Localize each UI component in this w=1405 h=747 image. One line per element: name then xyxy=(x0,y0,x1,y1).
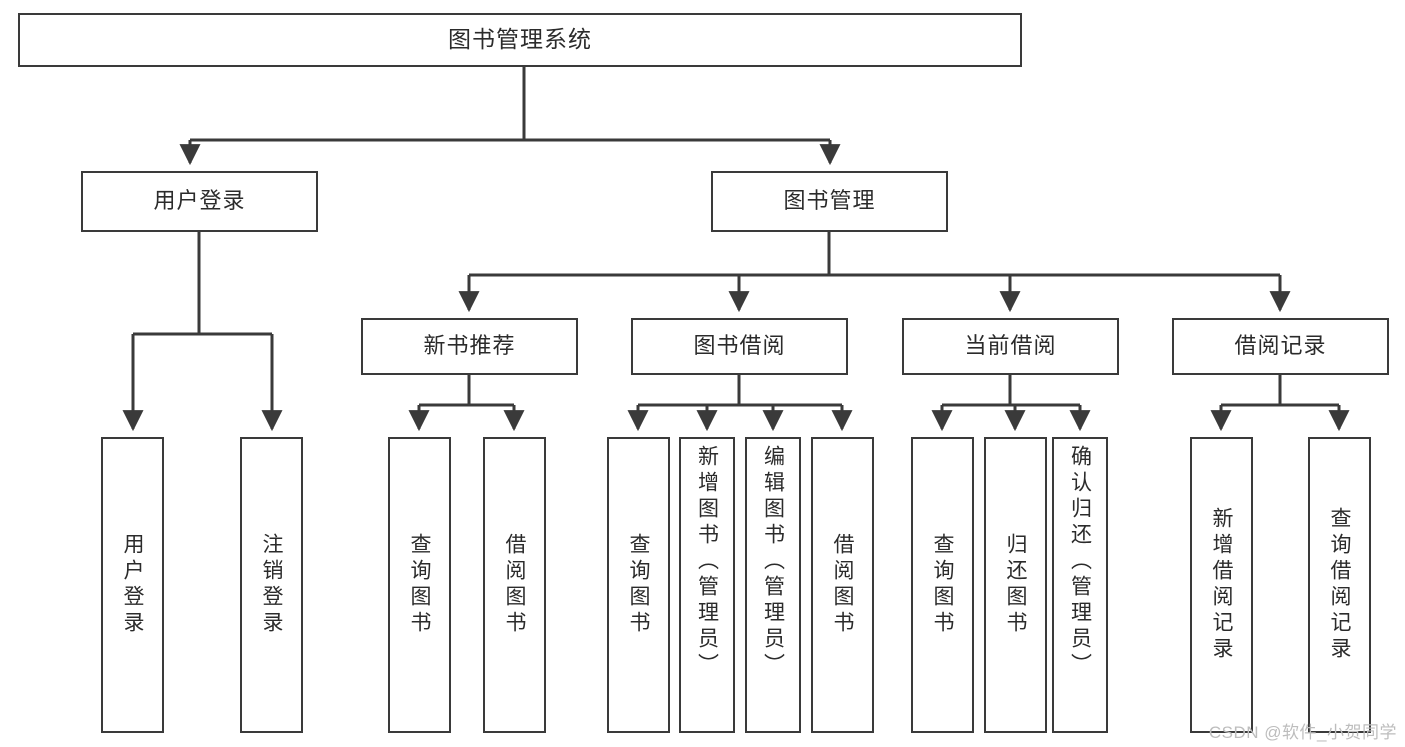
node-leaf-logout[interactable]: 注销登录 xyxy=(240,437,303,733)
node-borrow-record[interactable]: 借阅记录 xyxy=(1172,318,1389,375)
node-leaf-confirm-return[interactable]: 确认归还（管理员） xyxy=(1052,437,1108,733)
node-new-book-rec-label: 新书推荐 xyxy=(423,333,516,359)
node-leaf-add-book[interactable]: 新增图书（管理员） xyxy=(679,437,735,733)
node-user-login-label: 用户登录 xyxy=(153,188,246,214)
node-borrow-record-label: 借阅记录 xyxy=(1234,333,1327,359)
node-leaf-add-book-label: 新增图书（管理员） xyxy=(695,445,719,679)
node-leaf-user-login[interactable]: 用户登录 xyxy=(101,437,164,733)
node-leaf-add-record-label: 新增借阅记录 xyxy=(1210,507,1233,663)
node-leaf-query-record[interactable]: 查询借阅记录 xyxy=(1308,437,1371,733)
node-leaf-edit-book-label: 编辑图书（管理员） xyxy=(761,445,785,679)
node-leaf-query-book-1-label: 查询图书 xyxy=(408,533,431,637)
node-leaf-borrow-book-1-label: 借阅图书 xyxy=(503,533,526,637)
node-user-login[interactable]: 用户登录 xyxy=(81,171,318,232)
node-leaf-logout-label: 注销登录 xyxy=(260,533,283,637)
node-leaf-user-login-label: 用户登录 xyxy=(121,533,144,637)
node-root[interactable]: 图书管理系统 xyxy=(18,13,1022,67)
node-book-borrow-label: 图书借阅 xyxy=(693,333,786,359)
node-current-borrow[interactable]: 当前借阅 xyxy=(902,318,1119,375)
node-book-manage[interactable]: 图书管理 xyxy=(711,171,948,232)
node-new-book-rec[interactable]: 新书推荐 xyxy=(361,318,578,375)
watermark: CSDN @软件_小贺同学 xyxy=(1208,723,1397,742)
node-leaf-borrow-book-2[interactable]: 借阅图书 xyxy=(811,437,874,733)
node-leaf-query-book-1[interactable]: 查询图书 xyxy=(388,437,451,733)
node-book-borrow[interactable]: 图书借阅 xyxy=(631,318,848,375)
node-leaf-add-record[interactable]: 新增借阅记录 xyxy=(1190,437,1253,733)
node-book-manage-label: 图书管理 xyxy=(783,188,876,214)
node-leaf-query-record-label: 查询借阅记录 xyxy=(1328,507,1351,663)
node-root-label: 图书管理系统 xyxy=(448,26,592,53)
node-leaf-borrow-book-2-label: 借阅图书 xyxy=(831,533,854,637)
node-leaf-query-book-2[interactable]: 查询图书 xyxy=(607,437,670,733)
node-leaf-query-book-3[interactable]: 查询图书 xyxy=(911,437,974,733)
node-leaf-return-book-label: 归还图书 xyxy=(1004,533,1027,637)
node-current-borrow-label: 当前借阅 xyxy=(964,333,1057,359)
node-leaf-confirm-return-label: 确认归还（管理员） xyxy=(1068,445,1092,679)
node-leaf-query-book-3-label: 查询图书 xyxy=(931,533,954,637)
node-leaf-borrow-book-1[interactable]: 借阅图书 xyxy=(483,437,546,733)
node-leaf-edit-book[interactable]: 编辑图书（管理员） xyxy=(745,437,801,733)
node-leaf-return-book[interactable]: 归还图书 xyxy=(984,437,1047,733)
node-leaf-query-book-2-label: 查询图书 xyxy=(627,533,650,637)
